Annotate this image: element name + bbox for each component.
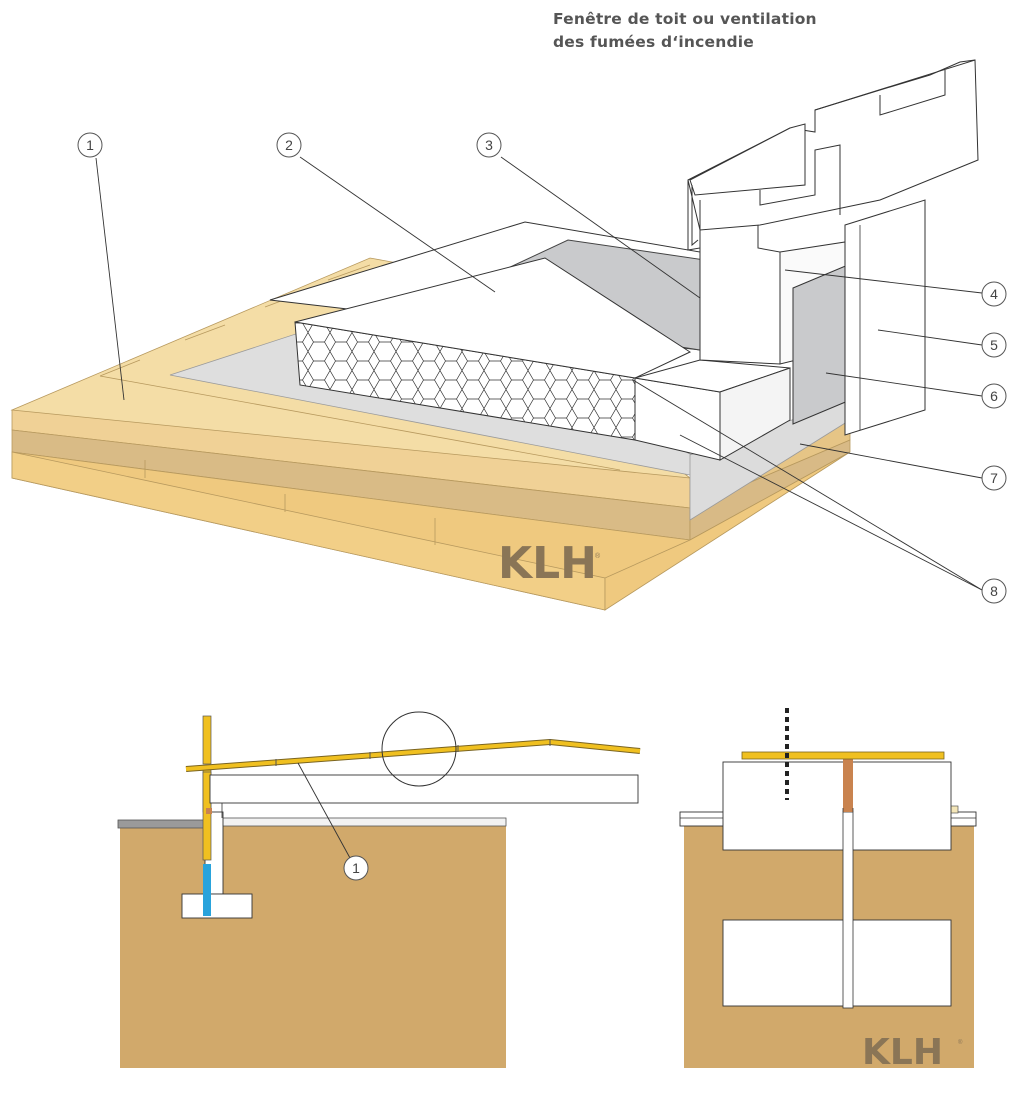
board-joint [99, 375, 621, 471]
insulation-hex-pattern [295, 322, 635, 440]
window-lid [687, 59, 979, 231]
diagram-title: Fenêtre de toit ou ventilation des fumée… [553, 8, 933, 54]
callout-7: 7 [981, 465, 1007, 491]
insulation-top-face [294, 257, 692, 379]
roof-panel-right [741, 751, 945, 760]
wall-base-joint [206, 808, 212, 814]
support-post [844, 199, 926, 436]
clt-slab-side-low [604, 451, 851, 611]
lower-wall-section [722, 919, 952, 1007]
svg-text:3: 3 [485, 137, 493, 153]
section-leader-line [297, 762, 351, 859]
detail-highlight-circle [381, 711, 457, 787]
floor-slab [215, 817, 507, 827]
upstand-box-side [719, 367, 791, 461]
klh-registered-top: ® [595, 552, 601, 560]
svg-text:5: 5 [990, 337, 998, 353]
exterior-paving [117, 819, 209, 829]
roof-beam [209, 774, 639, 804]
callout-2: 2 [276, 132, 302, 158]
lid-flange [687, 180, 701, 251]
title-line-1: Fenêtre de toit ou ventilation [553, 10, 817, 28]
svg-text:7: 7 [990, 470, 998, 486]
callout-3: 3 [476, 132, 502, 158]
roof-panel-joints [275, 739, 551, 766]
isometric-roof-detail: KLH ® 1 2 3 4 5 6 [10, 59, 1007, 611]
svg-text:1: 1 [352, 860, 360, 876]
board-joint [327, 264, 371, 281]
callout-8: 8 [981, 578, 1007, 604]
exterior-wall-timber [202, 715, 212, 765]
window-lid-top [689, 123, 806, 196]
building-section-right: KLH ® [679, 708, 977, 1073]
klh-logo-top: KLH [498, 538, 597, 589]
building-section-left: 1 [117, 711, 641, 1068]
svg-text:1: 1 [86, 137, 94, 153]
svg-text:2: 2 [285, 137, 293, 153]
callout-4: 4 [981, 281, 1007, 307]
title-line-2: des fumées d‘incendie [553, 33, 754, 51]
central-column [843, 758, 853, 812]
lid-step [759, 144, 841, 215]
wall-glass [203, 864, 211, 916]
klh-registered-bottom: ® [958, 1039, 963, 1046]
lid-edge-lines [814, 59, 976, 111]
section-callout-1: 1 [343, 855, 369, 881]
roof-clt-panels-fill [185, 740, 641, 771]
callout-1: 1 [77, 132, 103, 158]
svg-text:8: 8 [990, 583, 998, 599]
lid-profile [879, 70, 946, 116]
callout-5: 5 [981, 332, 1007, 358]
callout-6: 6 [981, 383, 1007, 409]
column-shaft [842, 811, 854, 1009]
leader-lines [95, 156, 983, 591]
svg-text:6: 6 [990, 388, 998, 404]
klh-logo-bottom: KLH [862, 1032, 943, 1073]
upper-beam-block [722, 761, 952, 851]
wall-upper [202, 771, 212, 861]
ground-soil [120, 826, 506, 1068]
svg-text:4: 4 [990, 286, 998, 302]
lid-flange-inner [691, 185, 699, 247]
board-joint [184, 324, 226, 341]
foundation-footing [181, 893, 253, 919]
